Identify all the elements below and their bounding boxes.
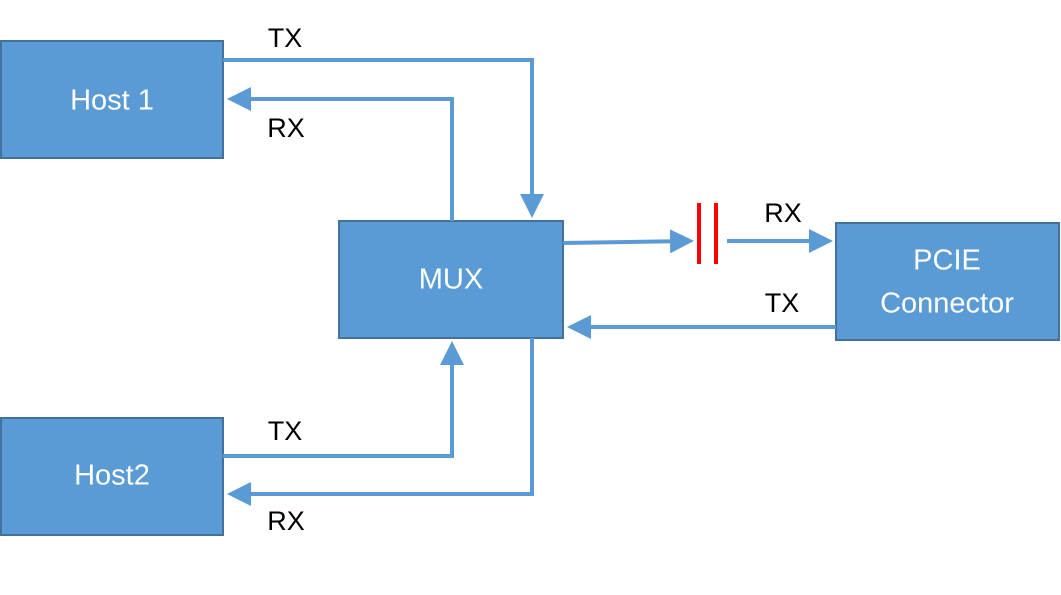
host2-box: [0, 417, 224, 536]
pcie-connector-box: [835, 222, 1060, 341]
host2-label: Host2: [74, 460, 150, 492]
host2-rx-line: [227, 338, 534, 506]
host1-box: [0, 40, 224, 159]
pcie-connector-block: PCIE Connector: [835, 222, 1060, 341]
host1-rx-label: RX: [267, 113, 305, 143]
mux-to-capacitor-line: [562, 229, 694, 254]
pcie-label-line2: Connector: [880, 288, 1014, 320]
capacitor-symbol: [697, 203, 718, 264]
mux-label: MUX: [419, 264, 483, 296]
host2-tx-label: TX: [268, 416, 303, 446]
host2-block: Host2: [0, 417, 224, 536]
pcie-label-line1: PCIE: [913, 245, 981, 277]
host2-rx-label: RX: [267, 506, 305, 536]
host1-label: Host 1: [70, 85, 154, 117]
host1-rx-line: [227, 87, 454, 221]
host1-tx-line: [223, 58, 544, 218]
mux-block: MUX: [338, 220, 564, 339]
pcie-rx-label: RX: [764, 198, 802, 228]
host2-tx-line: [223, 341, 464, 458]
pcie-tx-label: TX: [765, 288, 800, 318]
host1-block: Host 1: [0, 40, 224, 159]
host1-tx-label: TX: [268, 23, 303, 53]
